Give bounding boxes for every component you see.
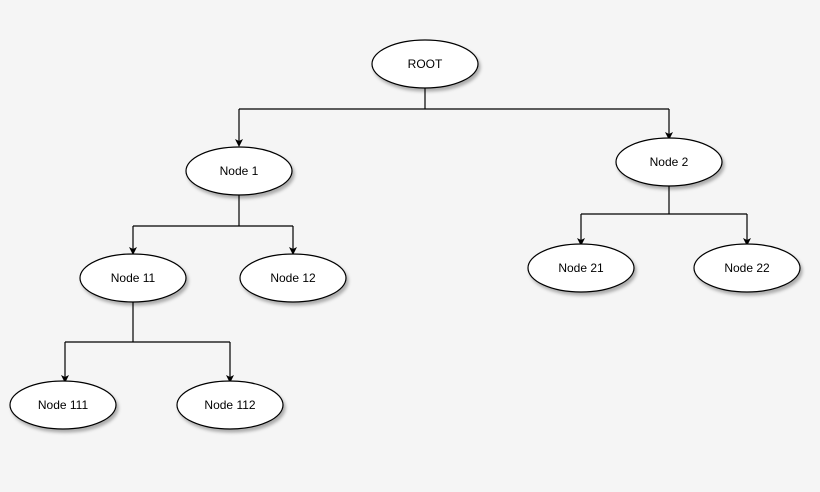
node-12-label: Node 12 (270, 271, 316, 285)
edges-node11 (61, 302, 234, 383)
node-root[interactable]: ROOT (371, 39, 479, 89)
node-111[interactable]: Node 111 (9, 380, 117, 430)
node-22[interactable]: Node 22 (693, 243, 801, 293)
node-1-label: Node 1 (220, 164, 259, 178)
edges-root (235, 88, 673, 147)
node-1[interactable]: Node 1 (185, 146, 293, 196)
edges-node2 (577, 186, 751, 246)
node-2[interactable]: Node 2 (615, 137, 723, 187)
node-21[interactable]: Node 21 (527, 243, 635, 293)
edges-node1 (129, 195, 297, 255)
node-2-label: Node 2 (650, 155, 689, 169)
node-11[interactable]: Node 11 (79, 253, 187, 303)
node-112[interactable]: Node 112 (176, 380, 284, 430)
node-root-label: ROOT (408, 57, 443, 71)
node-22-label: Node 22 (724, 261, 770, 275)
node-11-label: Node 11 (111, 271, 156, 285)
node-12[interactable]: Node 12 (239, 253, 347, 303)
node-112-label: Node 112 (204, 398, 255, 412)
node-21-label: Node 21 (558, 261, 604, 275)
node-111-label: Node 111 (38, 398, 89, 412)
